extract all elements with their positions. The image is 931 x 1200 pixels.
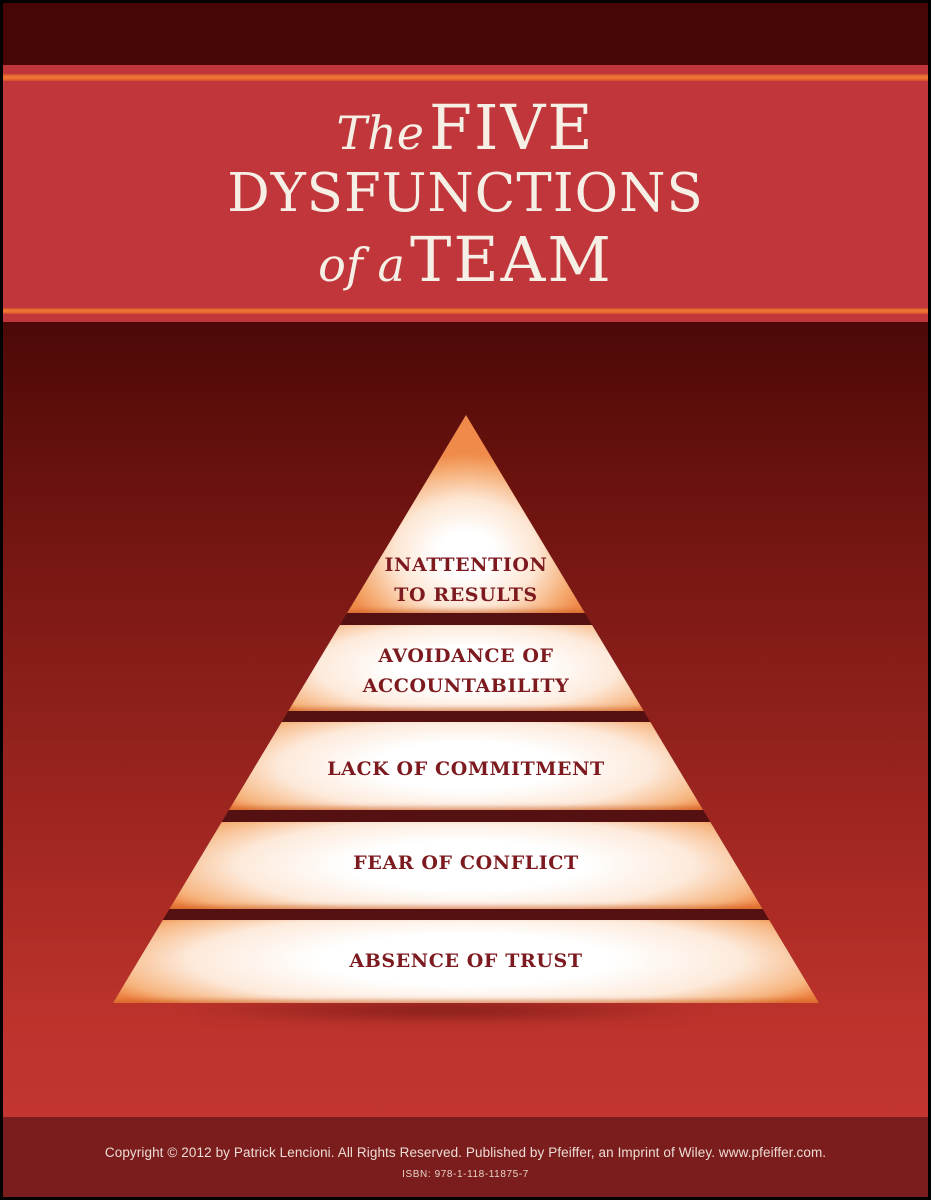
- pyramid-level-5-shape: [113, 920, 819, 1003]
- orange-stripe-bottom: [3, 308, 928, 314]
- poster-title: The FIVE DYSFUNCTIONS of a TEAM: [3, 95, 928, 293]
- level-label-lack-of-commitment: LACK OF COMMITMENT: [327, 758, 605, 780]
- pyramid-labels: INATTENTION TO RESULTS AVOIDANCE OF ACCO…: [113, 415, 819, 1003]
- isbn-text: ISBN: 978-1-118-11875-7: [402, 1169, 529, 1180]
- level-label-avoidance-of-accountability: AVOIDANCE OF ACCOUNTABILITY: [362, 645, 570, 697]
- level-label-fear-of-conflict: FEAR OF CONFLICT: [353, 852, 579, 874]
- poster-canvas: The FIVE DYSFUNCTIONS of a TEAM INATT: [3, 3, 928, 1197]
- title-word-five: FIVE: [429, 91, 595, 164]
- orange-stripe-top: [3, 74, 928, 81]
- footer-band: Copyright © 2012 by Patrick Lencioni. Al…: [3, 1117, 928, 1197]
- title-band: The FIVE DYSFUNCTIONS of a TEAM: [3, 65, 928, 322]
- title-line-1: The FIVE: [3, 95, 928, 161]
- pyramid-level-4-shape: [113, 822, 819, 909]
- title-line-3: of a TEAM: [3, 227, 928, 293]
- title-word-of-a: of a: [318, 238, 405, 292]
- title-word-the: The: [336, 106, 424, 160]
- level-label-inattention-to-results: INATTENTION TO RESULTS: [384, 554, 548, 606]
- title-word-team: TEAM: [410, 223, 613, 296]
- level-label-absence-of-trust: ABSENCE OF TRUST: [349, 950, 583, 972]
- title-line-2: DYSFUNCTIONS: [227, 163, 704, 224]
- top-dark-band: [3, 3, 928, 65]
- copyright-text: Copyright © 2012 by Patrick Lencioni. Al…: [104, 1145, 827, 1160]
